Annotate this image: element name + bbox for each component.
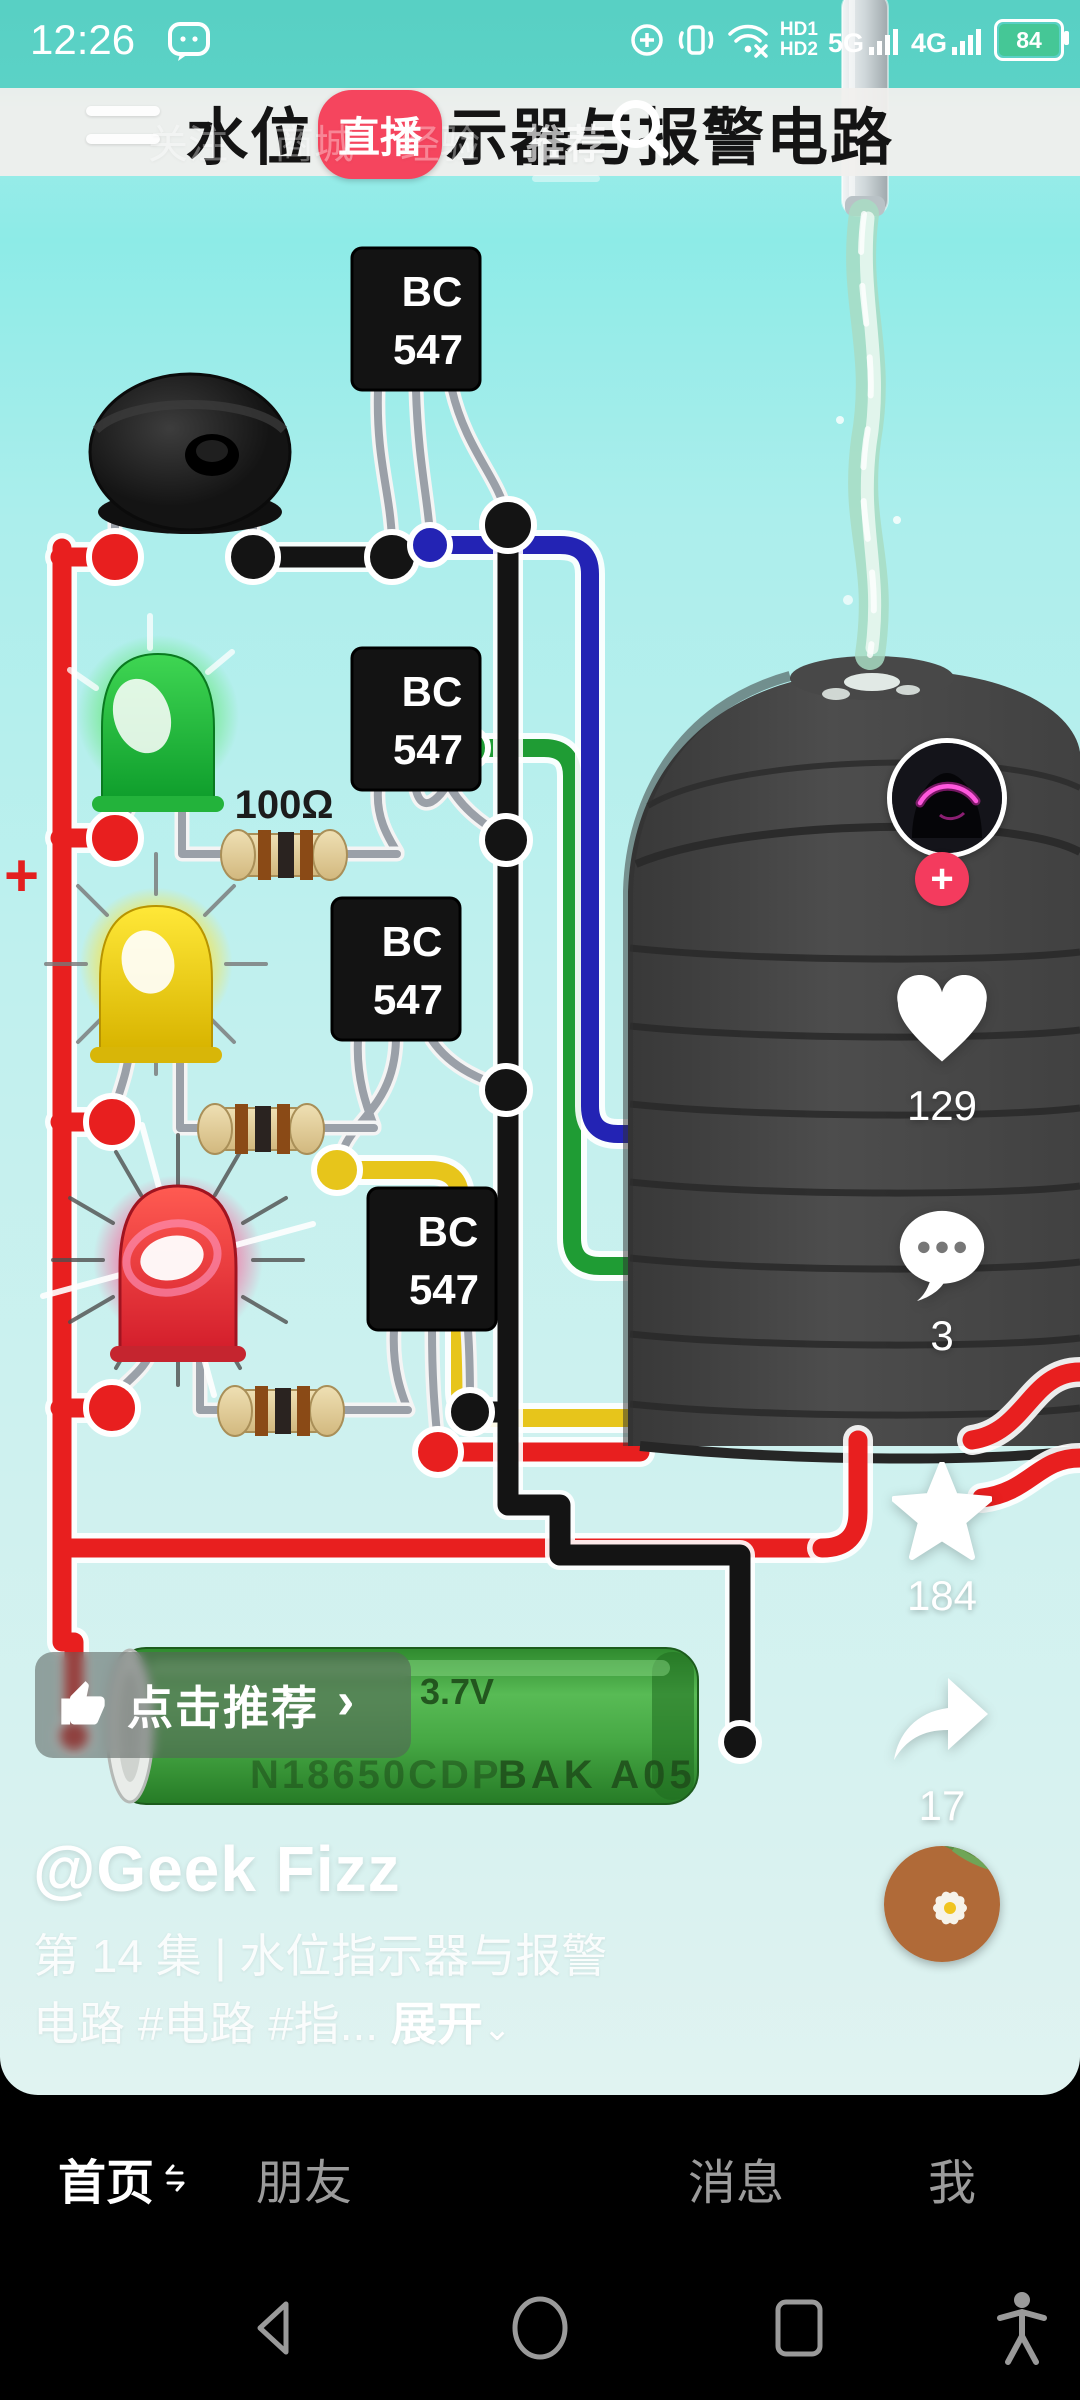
svg-text:BAK A05: BAK A05 bbox=[498, 1753, 696, 1797]
nav-friends[interactable]: 朋友 bbox=[256, 2156, 353, 2210]
back-button[interactable] bbox=[248, 2298, 298, 2358]
like-count: 129 bbox=[906, 1082, 978, 1129]
vibrate-icon bbox=[678, 25, 714, 55]
svg-text:547: 547 bbox=[409, 1266, 479, 1313]
resistor-3 bbox=[217, 1385, 345, 1437]
signal-bars-icon bbox=[868, 29, 898, 55]
comment-icon[interactable] bbox=[896, 1205, 988, 1305]
top-tab-bar: 关注 商城 经验 推荐 bbox=[148, 112, 606, 182]
creator-avatar[interactable] bbox=[887, 738, 1007, 858]
menu-icon[interactable] bbox=[86, 106, 160, 162]
svg-text:547: 547 bbox=[373, 976, 443, 1023]
share-count: 17 bbox=[918, 1782, 966, 1829]
water-stream bbox=[822, 199, 920, 700]
video-title-band: 水位 直播 示器与报警电路 bbox=[0, 88, 1080, 179]
wifi-off-icon bbox=[728, 24, 768, 58]
resistor-value-label: 100Ω bbox=[235, 783, 334, 827]
expand-button[interactable]: 展开 bbox=[390, 1998, 483, 2050]
svg-text:BC: BC bbox=[402, 268, 463, 315]
music-disc-image bbox=[884, 1846, 1000, 1962]
video-caption: 第 14 集 | 水位指示器与报警 电路 #电路 #指... 展开⌄ bbox=[33, 1922, 813, 2063]
thumbs-up-icon bbox=[61, 1681, 105, 1725]
favorite-star-icon[interactable] bbox=[892, 1462, 992, 1562]
favorite-count: 184 bbox=[906, 1572, 978, 1619]
svg-text:BC: BC bbox=[402, 668, 463, 715]
chevron-right-icon: › bbox=[337, 1672, 355, 1730]
video-title-left: 水位 bbox=[185, 104, 314, 173]
data-saver-icon bbox=[631, 24, 663, 56]
video-title-right: 示器与报警电路 bbox=[446, 104, 895, 173]
transistor-4: BC 547 bbox=[366, 1186, 498, 1332]
led-red bbox=[40, 1122, 316, 1398]
resistor-1 bbox=[220, 829, 348, 881]
led-yellow bbox=[44, 852, 268, 1076]
swap-arrows-icon bbox=[165, 2164, 185, 2191]
sim2-signal: 4G bbox=[911, 23, 984, 57]
system-nav-bar bbox=[0, 2260, 1080, 2400]
caption-line2: 电路 #电路 #指... 展开⌄ bbox=[33, 1998, 512, 2050]
positive-terminal-label: + bbox=[4, 842, 39, 909]
nav-messages[interactable]: 消息 bbox=[688, 2156, 785, 2210]
video-player[interactable]: 100Ω BC 547 bbox=[0, 0, 1080, 2095]
battery-indicator: 84 bbox=[994, 19, 1069, 61]
recents-button[interactable] bbox=[772, 2298, 826, 2358]
like-icon[interactable] bbox=[894, 975, 990, 1075]
svg-text:N18650CDP: N18650CDP bbox=[250, 1753, 502, 1797]
nav-me[interactable]: 我 bbox=[928, 2156, 977, 2210]
resistor-2 bbox=[197, 1103, 325, 1155]
sim1-signal: 5G bbox=[828, 23, 901, 57]
accessibility-button[interactable] bbox=[990, 2288, 1054, 2368]
svg-text:547: 547 bbox=[393, 726, 463, 773]
clock: 12:26 bbox=[30, 16, 136, 63]
chevron-down-icon: ⌄ bbox=[482, 2010, 512, 2048]
creator-watermark: @Geek Fizz bbox=[33, 1833, 401, 1905]
tab-mall[interactable]: 商城 bbox=[274, 123, 354, 167]
sensor-wires-front bbox=[807, 1357, 1080, 1563]
share-icon[interactable] bbox=[890, 1672, 990, 1768]
promo-label: 点击推荐 bbox=[127, 1682, 319, 1734]
buzzer bbox=[88, 372, 292, 534]
caption-line1: 第 14 集 | 水位指示器与报警 bbox=[33, 1930, 608, 1982]
avatar-image bbox=[892, 743, 1002, 853]
music-disc[interactable] bbox=[884, 1846, 1000, 1962]
recommend-promo-button[interactable]: 点击推荐 › bbox=[35, 1652, 411, 1758]
transistor-2: BC 547 bbox=[350, 646, 482, 792]
search-icon[interactable] bbox=[604, 94, 676, 166]
svg-text:547: 547 bbox=[393, 326, 463, 373]
nav-home[interactable]: 首页 bbox=[58, 2095, 188, 2260]
svg-text:BC: BC bbox=[382, 918, 443, 965]
transistor-3: BC 547 bbox=[330, 896, 462, 1042]
transistor-1: BC 547 bbox=[350, 246, 482, 392]
bottom-nav-bar: 首页 朋友 消息 我 bbox=[0, 2095, 1080, 2260]
message-bubble-icon bbox=[168, 22, 210, 61]
svg-text:3.7V: 3.7V bbox=[420, 1671, 494, 1712]
home-button[interactable] bbox=[508, 2296, 572, 2360]
led-green bbox=[50, 608, 266, 824]
comment-count: 3 bbox=[930, 1312, 954, 1359]
live-badge[interactable]: 直播 bbox=[317, 89, 442, 179]
signal-bars-icon bbox=[952, 29, 981, 55]
follow-button[interactable]: + bbox=[915, 852, 969, 906]
svg-text:BC: BC bbox=[418, 1208, 479, 1255]
tab-experience[interactable]: 经验 bbox=[400, 123, 480, 167]
tab-follow[interactable]: 关注 bbox=[148, 123, 228, 167]
tab-recommend[interactable]: 推荐 bbox=[526, 112, 606, 182]
